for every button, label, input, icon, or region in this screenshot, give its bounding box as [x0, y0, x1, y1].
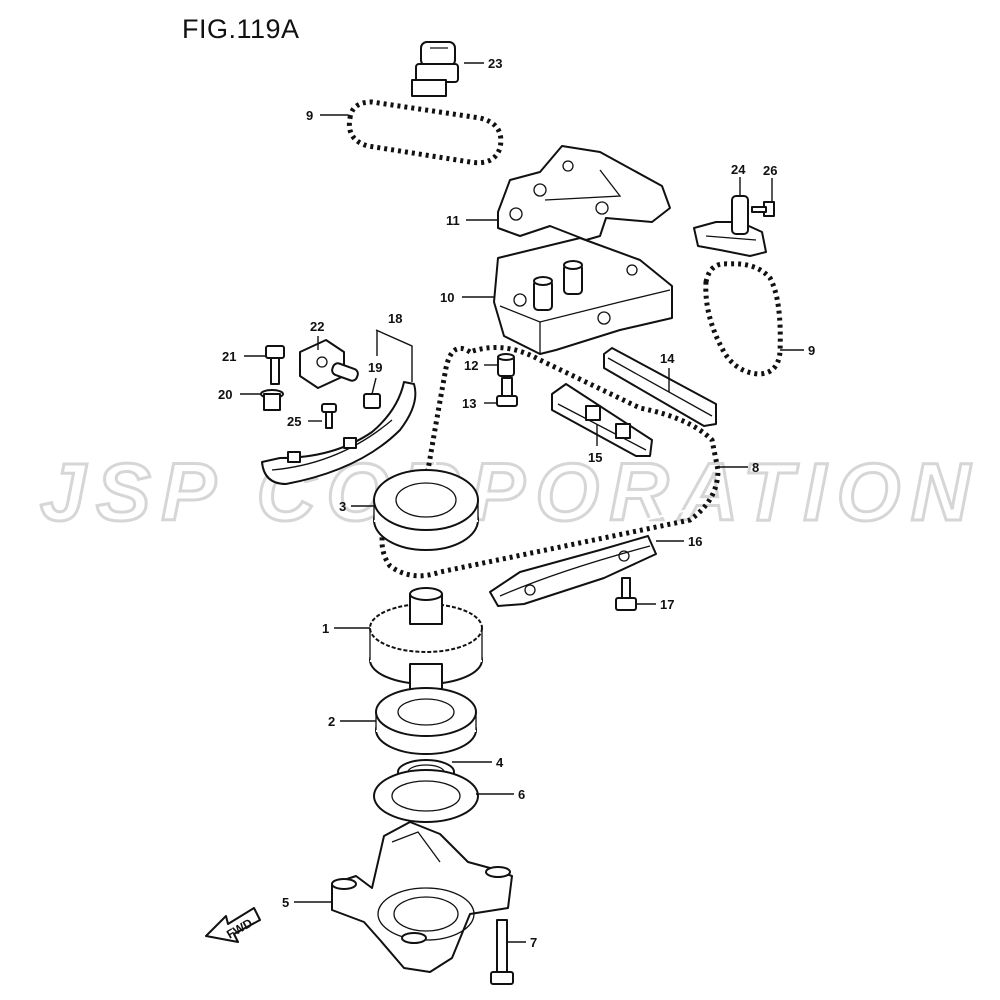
callout-20: 20	[218, 387, 232, 402]
part-22-chain-tensioner	[299, 339, 359, 389]
part-13-bolt	[496, 377, 518, 407]
part-1-drive-gear	[369, 587, 483, 693]
callout-25: 25	[287, 414, 301, 429]
callout-5: 5	[282, 895, 289, 910]
callout-labels: 1 2 3 4 5 6 7 8 9 9 10 11 12 13 14 15 16…	[218, 56, 815, 950]
callout-17: 17	[660, 597, 674, 612]
part-7-bolt	[490, 919, 514, 985]
callout-24: 24	[731, 162, 746, 177]
part-15-chain-guide	[551, 383, 653, 457]
callout-18: 18	[388, 311, 402, 326]
part-2-bearing	[375, 687, 477, 755]
part-26-bolt	[751, 201, 775, 217]
watermark-text: JSP CORPORATION	[40, 452, 972, 532]
part-6-housing-plate	[373, 769, 479, 823]
callout-14: 14	[660, 351, 675, 366]
callout-21: 21	[222, 349, 236, 364]
callout-23: 23	[488, 56, 502, 71]
part-19-pin	[363, 393, 381, 409]
callout-16: 16	[688, 534, 702, 549]
part-16-chain-guide	[489, 535, 657, 607]
callout-7: 7	[530, 935, 537, 950]
part-24-chain-guide-bracket	[693, 195, 767, 257]
part-3-bearing	[373, 469, 479, 551]
callout-1: 1	[322, 621, 329, 636]
watermark: JSP CORPORATION	[39, 452, 974, 532]
callout-6: 6	[518, 787, 525, 802]
callout-26: 26	[763, 163, 777, 178]
part-8-timing-chain	[379, 345, 721, 579]
part-20-collar	[260, 389, 284, 411]
part-21-bolt	[265, 345, 285, 385]
callout-15: 15	[588, 450, 602, 465]
callout-9-upper: 9	[306, 108, 313, 123]
part-10-oil-pump-body	[493, 237, 673, 355]
part-25-bolt	[321, 403, 337, 429]
part-9-right-chain	[703, 261, 783, 377]
part-18-tensioner-arm	[261, 381, 417, 485]
leader-lines	[240, 62, 804, 943]
callout-10: 10	[440, 290, 454, 305]
callout-9-right: 9	[808, 343, 815, 358]
callout-12: 12	[464, 358, 478, 373]
callout-8: 8	[752, 460, 759, 475]
callout-13: 13	[462, 396, 476, 411]
part-5-gear-housing	[331, 821, 513, 973]
fwd-direction-arrow: FWD	[205, 907, 261, 943]
part-23-tensioner-adjuster	[411, 41, 459, 97]
part-12-sleeve	[497, 353, 515, 377]
part-17-bolt	[615, 577, 637, 611]
callout-22: 22	[310, 319, 324, 334]
callout-2: 2	[328, 714, 335, 729]
part-11-gasket	[497, 145, 671, 241]
callout-3: 3	[339, 499, 346, 514]
part-14-chain-guide	[603, 347, 717, 427]
figure-title: FIG.119A	[182, 14, 300, 44]
callout-4: 4	[496, 755, 504, 770]
part-9-upper-chain	[346, 99, 504, 166]
callout-11: 11	[446, 213, 460, 228]
callout-19: 19	[368, 360, 382, 375]
